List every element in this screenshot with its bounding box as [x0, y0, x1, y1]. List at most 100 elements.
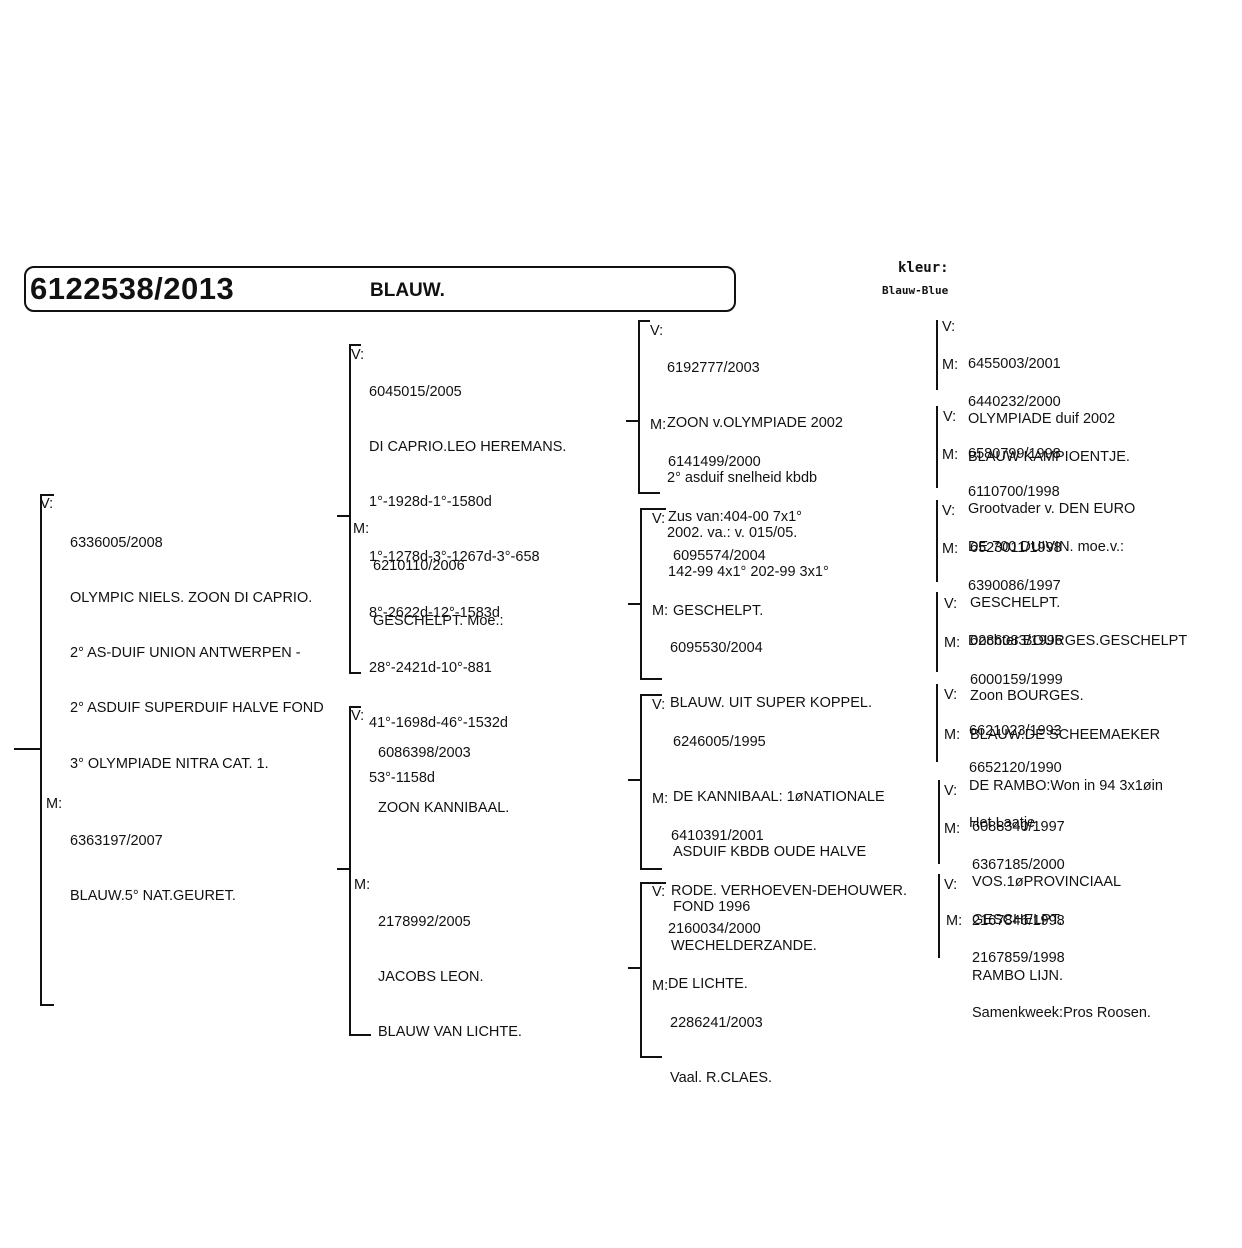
ring-line: 2178992/2005: [378, 913, 471, 930]
ring-line: 6652120/1990: [969, 759, 1062, 776]
text-line: 2002. va.: v. 015/05.: [667, 525, 798, 542]
text-line: 2° asduif snelheid kbdb: [667, 470, 818, 487]
text-line: GESCHELPT. Moe.:: [373, 613, 504, 630]
text-line: BLAUW.DE SCHEEMAEKER: [970, 727, 1161, 744]
text-line: Dochter BOURGES.GESCHELPT: [968, 633, 1188, 650]
text-line: 2° ASDUIF SUPERDUIF HALVE FOND: [70, 700, 324, 717]
text-line: RAMBO LIJN.: [972, 968, 1064, 985]
pigeon-color: BLAUW.: [370, 280, 445, 301]
bracket-tick: [349, 344, 361, 346]
gen4-4-father: 6286083/1996 Zoon BOURGES.: [970, 595, 1084, 724]
text-line: BLAUW KAMPIOENTJE.: [968, 449, 1130, 466]
bracket-tick: [638, 320, 650, 322]
text-line: RODE. VERHOEVEN-DEHOUWER.: [671, 883, 908, 900]
ring-line: 6192777/2003: [667, 359, 760, 376]
ring-line: 6088340/1997: [972, 818, 1065, 835]
bracket-stem: [337, 868, 349, 870]
mother-marker: M:: [942, 357, 959, 373]
father-marker: V:: [652, 697, 666, 713]
gen4-3-mother: 6390086/1997 Dochter BOURGES.GESCHELPT: [968, 540, 1187, 669]
gen2-mf: 6086398/2003 ZOON KANNIBAAL.: [378, 707, 509, 836]
text-line: OLYMPIADE duif 2002: [968, 411, 1116, 428]
text-line: Zoon BOURGES.: [970, 688, 1084, 705]
bracket-tick: [640, 508, 666, 510]
ring-line: 6210110/2006: [373, 557, 465, 574]
mother-marker: M:: [944, 635, 961, 651]
ring-line: 6095574/2004: [673, 547, 766, 564]
father-marker: V:: [650, 323, 664, 339]
text-line: Samenkweek:Pros Roosen.: [972, 1005, 1151, 1022]
ring-line: 2286241/2003: [670, 1014, 763, 1031]
father-marker: V:: [944, 687, 958, 703]
bracket-tick: [640, 882, 666, 884]
ring-line: 6246005/1995: [673, 733, 766, 750]
father-marker: V:: [652, 511, 666, 527]
text-line: GESCHELPT.: [970, 595, 1061, 612]
bracket-tick: [349, 1034, 371, 1036]
gen2-fm: 6210110/2006 GESCHELPT. Moe.:: [373, 520, 504, 649]
bracket-tick: [40, 494, 54, 496]
bracket-tick: [349, 706, 361, 708]
bracket-tick: [640, 678, 662, 680]
gen1-father: 6336005/2008 OLYMPIC NIELS. ZOON DI CAPR…: [70, 497, 324, 792]
text-line: DE KANNIBAAL: 1øNATIONALE: [673, 789, 885, 806]
bracket-gen4: [936, 592, 938, 672]
text-line: 1°-1278d-3°-1267d-3°-658: [369, 549, 540, 566]
father-marker: V:: [942, 503, 956, 519]
gen3-mmf: 2160034/2000 DE LICHTE.: [668, 883, 761, 1012]
text-line: 142-99 4x1° 202-99 3x1°: [668, 564, 829, 581]
bracket-stem: [337, 515, 349, 517]
bracket-gen3: [640, 882, 642, 1058]
text-line: DE LICHTE.: [668, 976, 748, 993]
text-line: 28°-2421d-10°-881: [369, 659, 492, 676]
bracket-gen4: [938, 780, 940, 864]
ring-line: 2167846/1998: [972, 912, 1065, 929]
mother-marker: M:: [944, 727, 961, 743]
text-line: ZOON KANNIBAAL.: [378, 800, 510, 817]
header-box: [24, 266, 736, 312]
gen1-mother: 6363197/2007 BLAUW.5° NAT.GEURET.: [70, 795, 236, 924]
text-line: Grootvader v. DEN EURO: [968, 501, 1136, 518]
father-marker: V:: [652, 884, 666, 900]
father-marker: V:: [351, 708, 365, 724]
text-line: JACOBS LEON.: [378, 969, 484, 986]
text-line: BLAUW.5° NAT.GEURET.: [70, 888, 236, 905]
ring-line: 6440232/2000: [968, 393, 1061, 410]
text-line: Vaal. R.CLAES.: [670, 1070, 773, 1087]
gen4-5-mother: 6652120/1990 Het Laatje: [969, 722, 1062, 851]
text-line: ASDUIF KBDB OUDE HALVE: [673, 844, 867, 861]
mother-marker: M:: [944, 821, 961, 837]
gen4-7-mother: 2167859/1998 Samenkweek:Pros Roosen.: [972, 912, 1151, 1041]
bracket-stem: [628, 967, 640, 969]
gen3-fmm: 6095530/2004 BLAUW. UIT SUPER KOPPEL.: [670, 602, 872, 731]
ring-line: 6410391/2001: [671, 827, 764, 844]
text-line: GESCHELPT.: [972, 912, 1063, 929]
mother-marker: M:: [942, 541, 959, 557]
gen4-3-father: 6523011/1998 GESCHELPT.: [970, 502, 1062, 631]
ring-line: 6363197/2007: [70, 832, 163, 849]
gen4-1-mother: 6440232/2000 BLAUW KAMPIOENTJE.: [968, 356, 1130, 485]
text-line: DE RAMBO:Won in 94 3x1øin: [969, 778, 1163, 795]
gen4-5-father: 6621023/1993 DE RAMBO:Won in 94 3x1øin: [969, 685, 1163, 814]
text-line: 1°-1928d-1°-1580d: [369, 494, 492, 511]
bracket-stem: [628, 779, 640, 781]
text-line: BLAUW. UIT SUPER KOPPEL.: [670, 695, 872, 712]
text-line: DE 700 DUIVIN. moe.v.:: [968, 539, 1125, 556]
gen4-4-mother: 6000159/1999 BLAUW.DE SCHEEMAEKER: [970, 634, 1160, 763]
text-line: GESCHELPT.: [673, 603, 764, 620]
gen3-ffm: 6141499/2000 Zus van:404-00 7x1° 142-99 …: [668, 416, 829, 600]
bracket-stem: [628, 603, 640, 605]
gen4-2-mother: 6110700/1998 DE 700 DUIVIN. moe.v.:: [968, 446, 1124, 575]
bracket-gen2-father: [349, 344, 351, 674]
bracket-gen2-mother: [349, 706, 351, 1036]
gen4-1-father: 6455003/2001 OLYMPIADE duif 2002: [968, 318, 1115, 447]
gen3-mmm: 2286241/2003 Vaal. R.CLAES.: [670, 977, 772, 1106]
gen3-fmf: 6095574/2004 GESCHELPT.: [673, 510, 766, 639]
mother-marker: M:: [942, 447, 959, 463]
father-marker: V:: [944, 877, 958, 893]
bracket-tick: [640, 1056, 662, 1058]
bracket-gen4: [936, 500, 938, 582]
gen4-6-mother: 6367185/2000 GESCHELPT.: [972, 819, 1065, 948]
text-line: WECHELDERZANDE.: [671, 938, 817, 955]
bracket-stem: [626, 420, 638, 422]
